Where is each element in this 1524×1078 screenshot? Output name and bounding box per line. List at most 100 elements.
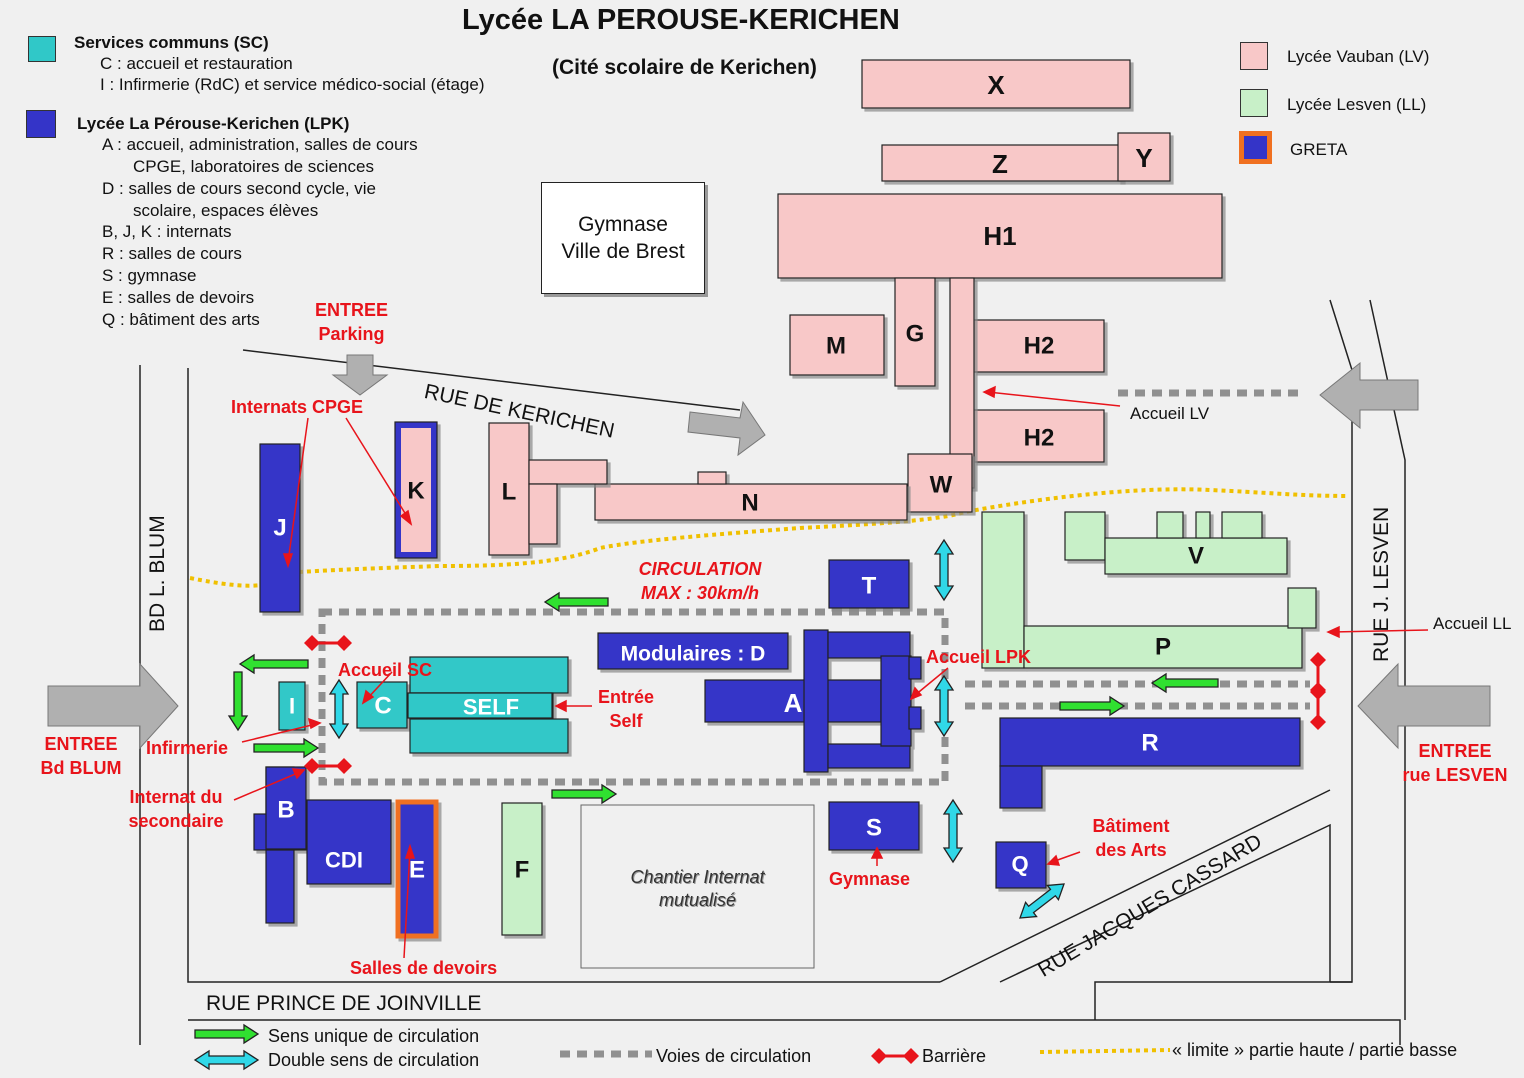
entree-blum-line-1: ENTREE (44, 734, 118, 754)
building-L (488, 422, 608, 556)
legend-greta-swatch (1239, 131, 1272, 164)
legend-lpk-item: D : salles de cours second cycle, vie (102, 179, 377, 198)
accueil-lpk-label: Accueil LPK (926, 647, 1032, 667)
road-network (318, 389, 1310, 1058)
two-way-arrow (328, 678, 350, 740)
building-N (594, 471, 908, 521)
building-label-H2a: H2 (1024, 333, 1055, 360)
legend-limit-label: « limite » partie haute / partie basse (1172, 1040, 1458, 1060)
circulation-line-2: MAX : 30km/h (640, 583, 760, 603)
building-label-J: J (273, 515, 286, 542)
gymnase-line-2: Ville de Brest (561, 240, 685, 263)
legend-lpk-item: scolaire, espaces élèves (133, 201, 319, 220)
building-label-H2b: H2 (1024, 425, 1055, 452)
internats-cpge-label: Internats CPGE (231, 397, 364, 417)
building-label-B: B (277, 797, 294, 824)
chantier-lot (580, 804, 815, 969)
infirmerie-label: Infirmerie (146, 738, 229, 758)
building-label-V: V (1188, 543, 1204, 570)
building-spine (949, 277, 975, 489)
building-D (597, 632, 789, 670)
building-X (861, 59, 1131, 109)
building-Y (1117, 132, 1171, 182)
legend-lpk-item: Q : bâtiment des arts (102, 310, 260, 329)
legend-ll-label: Lycée Lesven (LL) (1287, 95, 1427, 114)
building-label-A: A (784, 688, 803, 718)
building-label-S: S (866, 815, 882, 842)
entree-parking-line-1: ENTREE (315, 300, 389, 320)
salles-devoirs-label: Salles de devoirs (350, 958, 498, 978)
building-T (828, 559, 910, 609)
two-way-arrow (933, 674, 955, 738)
chantier-line-1: Chantier Internat (630, 867, 765, 887)
building-label-G: G (906, 321, 925, 348)
two-way-arrow (1019, 883, 1065, 919)
entree-blum-arrow (47, 662, 179, 750)
legend-lv-swatch (1240, 42, 1268, 70)
legend-two-way-arrow (193, 1049, 260, 1071)
entree-parking-line-2: Parking (318, 324, 385, 344)
batiment-arts-label: Bâtiment des Arts (1078, 814, 1184, 862)
batiment-arts-line-1: Bâtiment (1092, 816, 1170, 836)
building-label-K: K (407, 478, 425, 505)
building-G (894, 277, 936, 387)
building-label-I: I (289, 694, 295, 719)
building-V (1064, 511, 1288, 575)
entree-self-label: Entrée Self (592, 685, 660, 733)
pointer-lines (233, 385, 1429, 959)
building-label-SELF: SELF (463, 695, 519, 720)
entree-lesven-label: ENTREE rue LESVEN (1390, 739, 1520, 787)
building-K-inner (401, 428, 431, 552)
one-way-arrow (1150, 672, 1219, 694)
legend-sc-heading: Services communs (SC) (74, 33, 269, 52)
page-title: Lycée LA PEROUSE-KERICHEN (462, 4, 900, 36)
entree-lesven-line-2: rue LESVEN (1402, 765, 1508, 785)
chantier-label: Chantier Internat mutualisé (581, 866, 814, 912)
building-SELF-band (407, 692, 553, 719)
building-Q (995, 841, 1047, 889)
entry-arrows (47, 354, 1491, 750)
barrier (304, 635, 352, 651)
legend-lpk-swatch (26, 110, 56, 138)
barrier (1310, 682, 1326, 730)
building-label-F: F (515, 857, 530, 884)
building-label-Y: Y (1135, 143, 1152, 173)
building-label-C: C (374, 693, 391, 720)
building-F (501, 802, 543, 936)
accueil-lv-arrow (1319, 361, 1419, 430)
building-label-M: M (826, 333, 846, 360)
legend-one-way-label: Sens unique de circulation (268, 1026, 480, 1046)
legend-barrier-label: Barrière (922, 1046, 987, 1066)
internat-secondaire-line-2: secondaire (128, 811, 224, 831)
street-lines (139, 299, 1406, 1045)
building-H2b (973, 409, 1105, 463)
building-Z (881, 144, 1123, 182)
barriers-layer (304, 635, 1326, 1064)
building-label-N: N (741, 490, 758, 517)
building-C (356, 681, 408, 729)
legend-lpk-item: R : salles de cours (102, 244, 242, 263)
chantier-line-2: mutualisé (658, 890, 737, 910)
entree-parking-arrow (331, 354, 389, 396)
building-CDI (306, 799, 392, 885)
building-label-E: E (409, 857, 425, 884)
legend-lpk-item: A : accueil, administration, salles de c… (102, 135, 418, 154)
building-R (999, 717, 1301, 809)
building-B (253, 766, 309, 924)
one-way-arrow (253, 737, 320, 759)
building-P (981, 511, 1317, 669)
building-label-Q: Q (1011, 852, 1028, 877)
legend-lv-label: Lycée Vauban (LV) (1287, 47, 1430, 66)
legend-sc-item: C : accueil et restauration (100, 54, 293, 73)
traffic-arrows-layer (193, 538, 1219, 1071)
entree-blum-line-2: Bd BLUM (40, 758, 122, 778)
gymnase-label: Gymnase (829, 869, 911, 889)
one-way-arrow (238, 653, 309, 675)
one-way-arrow (551, 783, 618, 805)
legend-one-way-arrow (194, 1023, 260, 1045)
building-label-H1: H1 (983, 221, 1016, 251)
two-way-arrow (933, 538, 955, 602)
building-label-T: T (862, 573, 877, 600)
street-blum: BD L. BLUM (146, 515, 169, 632)
